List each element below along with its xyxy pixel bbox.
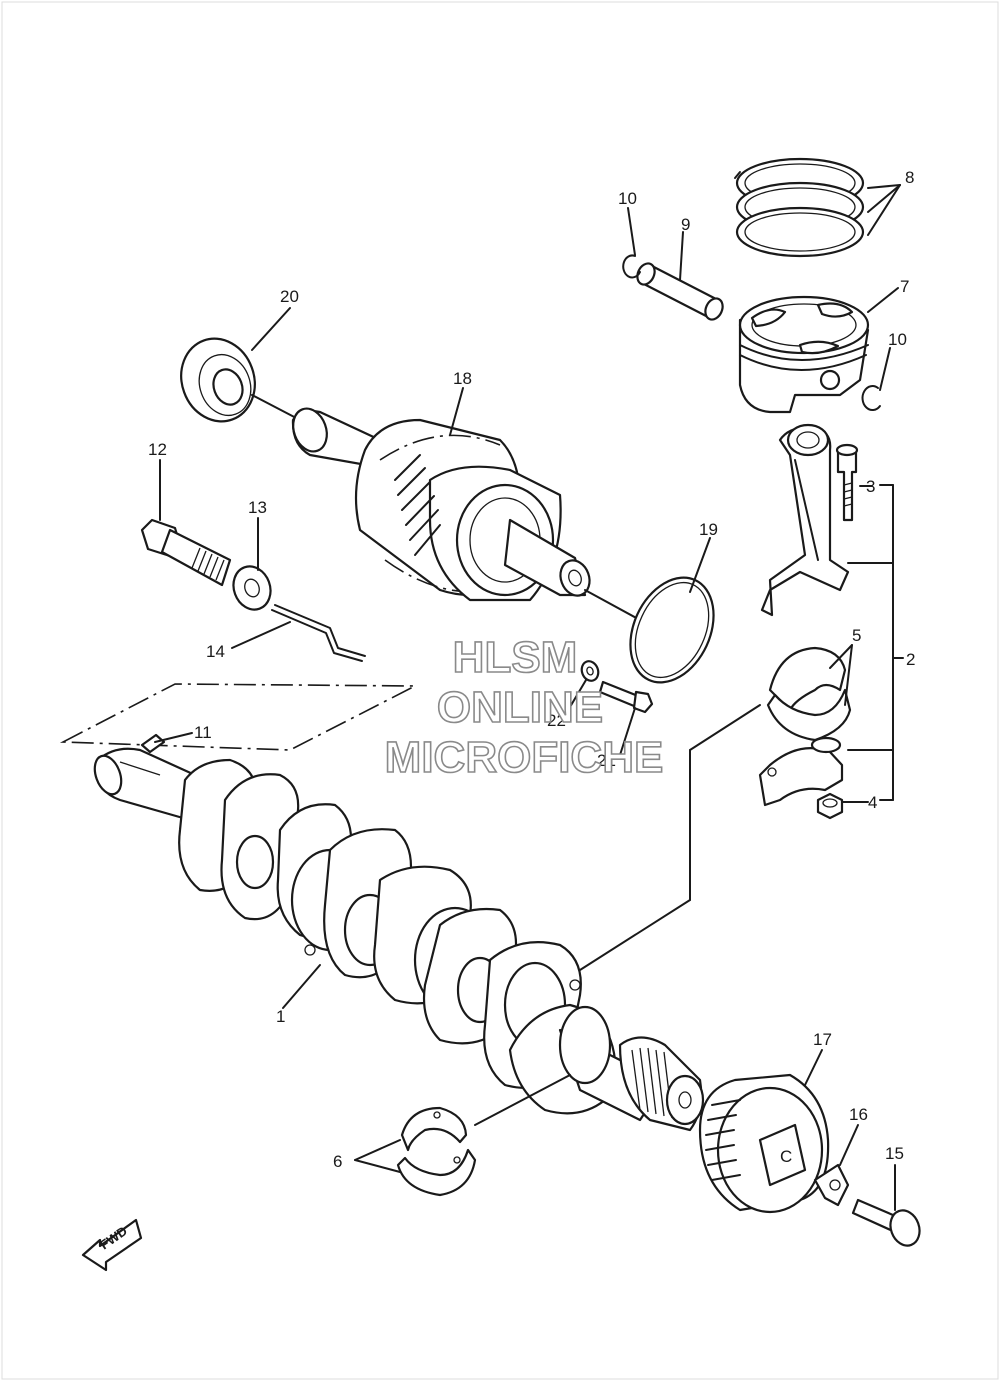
key-part-11[interactable] [140,733,166,754]
callout-16: 16 [849,1105,868,1124]
piston-part-7[interactable] [738,295,870,414]
callout-numbers: 1 2 3 4 5 6 7 8 9 10 10 11 12 13 14 15 1… [148,168,915,1171]
callout-21: 21 [597,751,616,770]
circlip-part-10-upper[interactable] [622,254,641,279]
callout-7: 7 [900,277,909,296]
leader-lines [154,184,901,1211]
callout-20: 20 [280,287,299,306]
washer-part-22[interactable] [579,659,601,683]
callout-8: 8 [905,168,914,187]
gear-part-17[interactable]: C [698,1073,830,1214]
bearing-part-20[interactable] [170,328,301,432]
conrod-cap[interactable] [758,736,844,807]
callout-12: 12 [148,440,167,459]
callout-15: 15 [885,1144,904,1163]
o-ring-part-19[interactable] [614,564,729,696]
nut-part-4[interactable] [816,792,844,820]
group-bracket-2 [847,484,904,801]
watermark-line-3: MICROFICHE [385,733,664,782]
washer-part-13[interactable] [228,561,277,615]
callout-18: 18 [453,369,472,388]
callout-11: 11 [194,723,212,742]
callout-5: 5 [852,626,861,645]
fwd-arrow-icon: FWD [81,1218,143,1272]
callout-14: 14 [206,642,225,661]
connecting-rod-part-2[interactable] [760,423,850,617]
assembly-outline-box [59,683,416,751]
callout-22: 22 [547,711,566,730]
generator-rotor-part-18[interactable] [287,404,641,621]
callout-17: 17 [813,1030,832,1049]
callout-13: 13 [248,498,267,517]
callout-19: 19 [699,520,718,539]
piston-rings-part-8[interactable] [734,157,865,258]
gear-letter-c: C [780,1147,792,1166]
clip-part-14[interactable] [271,604,366,662]
plate-part-16[interactable] [813,1163,850,1207]
callout-3: 3 [866,477,875,496]
gear-teeth [705,1099,741,1181]
callout-6: 6 [333,1152,342,1171]
callout-10-upper: 10 [618,189,637,208]
bolt-part-12[interactable] [140,518,232,587]
bolt-thread [191,547,225,581]
circlip-part-10-lower[interactable] [861,385,881,411]
bolt-part-21[interactable] [598,680,654,714]
callout-9: 9 [681,215,690,234]
watermark: HLSM ONLINE MICROFICHE [384,632,664,783]
crankshaft-part-1[interactable] [90,747,705,1132]
bolt-part-15[interactable] [851,1198,924,1250]
watermark-line-2: ONLINE [437,683,603,732]
callout-2: 2 [906,650,915,669]
rotor-fins [394,454,441,556]
conrod-bearing-part-5[interactable] [766,646,852,742]
main-bearing-part-6[interactable] [396,1106,477,1197]
callout-10-lower: 10 [888,330,907,349]
piston-pin-part-9[interactable] [634,261,726,323]
callout-1: 1 [276,1007,285,1026]
conrod-bolt-part-3[interactable] [835,443,859,522]
callout-4: 4 [868,793,877,812]
watermark-line-1: HLSM [453,633,578,682]
